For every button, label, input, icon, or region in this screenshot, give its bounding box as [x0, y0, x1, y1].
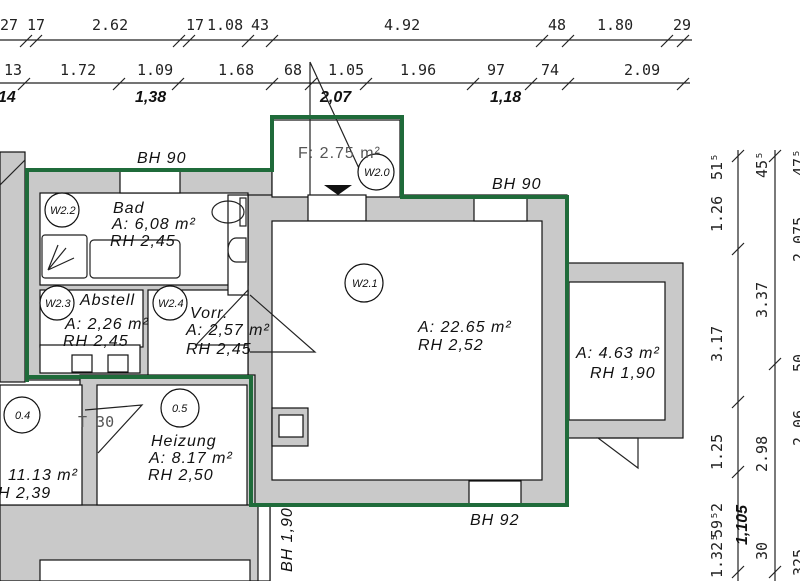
dim-label: 325 — [790, 549, 800, 576]
dim-label-bold: 2,07 — [319, 89, 352, 106]
room-tag: W2.3 — [45, 298, 72, 310]
room-tag: W2.2 — [50, 205, 76, 217]
dim-label: 1.08 — [207, 16, 243, 34]
room-name: Heizung — [151, 433, 217, 450]
dim-label: 2 — [708, 503, 726, 512]
window-label: BH 1,90 — [279, 507, 296, 572]
dim-label: 2.98 — [753, 436, 771, 472]
dim-label-bold: 14 — [0, 89, 16, 106]
room-name: Abstell — [79, 292, 135, 309]
room-area: A: 22.65 m² — [417, 319, 512, 336]
dim-label: 45⁵ — [753, 151, 771, 178]
bathroom-fixtures — [41, 197, 247, 279]
dim-label: 30 — [753, 542, 771, 560]
dim-label: 17 — [27, 16, 45, 34]
dim-label: 2.62 — [92, 16, 128, 34]
room-tag: 0.5 — [172, 403, 188, 415]
dim-label: 59⁵ — [708, 511, 726, 538]
dim-label: 1.96 — [400, 61, 436, 79]
dim-label: 4.92 — [384, 16, 420, 34]
window-label: BH 90 — [137, 150, 186, 167]
dim-label: 50 — [790, 354, 800, 372]
dim-label: 74 — [541, 61, 559, 79]
room-tag: W2.0 — [364, 167, 391, 179]
dim-label: 1.09 — [137, 61, 173, 79]
entrance-arrow-icon — [324, 185, 352, 195]
top-dimension-labels: 27 17 2.62 17 1.08 43 4.92 48 1.80 29 13… — [0, 16, 691, 106]
room-area: A: 8.17 m² — [148, 450, 233, 467]
dim-label: 1.32⁵ — [708, 533, 726, 578]
dim-label: 97 — [487, 61, 505, 79]
dim-label: 13 — [4, 61, 22, 79]
room-area: F: 2.75 m² — [298, 145, 381, 162]
right-dimension-labels: 51⁵ 1.26 3.17 1.25 2 59⁵ 1.32⁵ 45⁵ 3.37 … — [708, 149, 800, 578]
dim-label: 17 — [186, 16, 204, 34]
room-name: Vorr. — [190, 305, 228, 322]
unit-boundary — [25, 115, 569, 507]
room-area: A: 2,57 m² — [185, 322, 270, 339]
dim-label: 47⁵ — [790, 149, 800, 176]
dim-label-bold: 1,105 — [734, 504, 751, 545]
room-area: A: 6,08 m² — [111, 216, 196, 233]
right-dimension-lines — [731, 149, 782, 581]
room-height: RH 2,45 — [186, 341, 252, 358]
sink-icon — [227, 237, 247, 263]
window-label: BH 92 — [470, 512, 519, 529]
window-label: BH 90 — [492, 176, 541, 193]
dim-label: 1.68 — [218, 61, 254, 79]
dim-label: 2.06 — [790, 410, 800, 446]
dim-label: 51⁵ — [708, 153, 726, 180]
dim-label: 1.80 — [597, 16, 633, 34]
room-height: RH 2,52 — [418, 337, 484, 354]
room-area: 11.13 m² — [8, 467, 78, 484]
room-height: RH 2,45 — [63, 333, 129, 350]
dim-label-bold: 1,18 — [490, 89, 521, 106]
dim-label: 27 — [0, 16, 18, 34]
dim-label: 2.09 — [624, 61, 660, 79]
room-tag: W2.1 — [352, 278, 378, 290]
room-tag: 0.4 — [15, 410, 30, 422]
room-height: RH 1,90 — [590, 365, 656, 382]
dim-label: 48 — [548, 16, 566, 34]
dim-label: 29 — [673, 16, 691, 34]
dim-label-bold: 1,38 — [135, 89, 166, 106]
door-label: T 30 — [78, 413, 114, 431]
room-name: Bad — [113, 200, 145, 217]
dim-label: 2.075 — [790, 217, 800, 262]
dim-label: 1.72 — [60, 61, 96, 79]
dim-label: 43 — [251, 16, 269, 34]
rooms — [0, 192, 666, 581]
windows — [119, 170, 528, 581]
dim-label: 3.37 — [753, 282, 771, 318]
room-tag: W2.4 — [158, 298, 184, 310]
bathtub-icon — [89, 239, 181, 279]
room-height: H 2,39 — [0, 485, 51, 502]
room-tags — [3, 153, 395, 434]
dim-label: 1.26 — [708, 196, 726, 232]
dim-label: 3.17 — [708, 326, 726, 362]
dim-label: 1.05 — [328, 61, 364, 79]
top-dimension-lines — [0, 34, 692, 91]
dim-label: 1.25 — [708, 434, 726, 470]
room-area: A: 2,26 m² — [64, 316, 149, 333]
room-height: RH 2,50 — [148, 467, 214, 484]
toilet-icon — [211, 200, 245, 224]
room-height: RH 2,45 — [110, 233, 176, 250]
dim-label: 68 — [284, 61, 302, 79]
room-area: A: 4.63 m² — [575, 345, 660, 362]
shower-icon — [41, 234, 88, 279]
